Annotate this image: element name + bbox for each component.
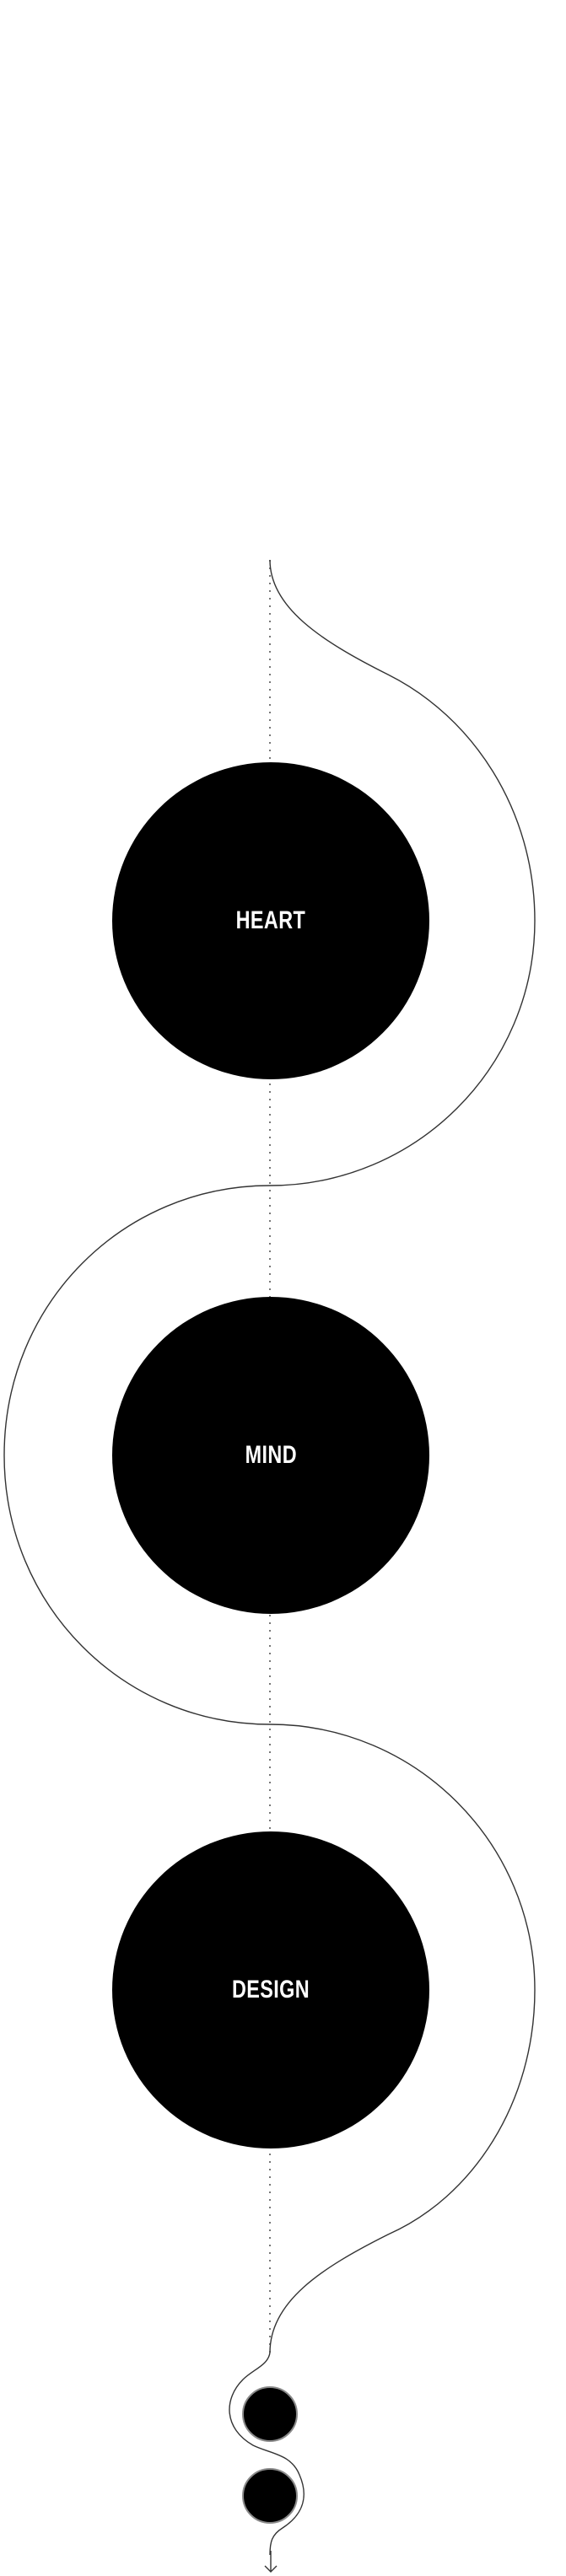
small-wiggle-path bbox=[229, 2352, 305, 2556]
mind-circle[interactable]: MIND bbox=[112, 1297, 429, 1614]
design-circle[interactable]: DESIGN bbox=[112, 1831, 429, 2148]
serpentine-path bbox=[3, 559, 536, 2353]
small-dot-1[interactable] bbox=[242, 2386, 298, 2442]
heart-circle[interactable]: HEART bbox=[112, 762, 429, 1079]
heart-label: HEART bbox=[235, 906, 306, 934]
small-dot-2[interactable] bbox=[242, 2468, 298, 2524]
arrow-down-icon[interactable] bbox=[262, 2551, 279, 2574]
design-label: DESIGN bbox=[231, 1976, 310, 2003]
mind-label: MIND bbox=[245, 1441, 297, 1469]
